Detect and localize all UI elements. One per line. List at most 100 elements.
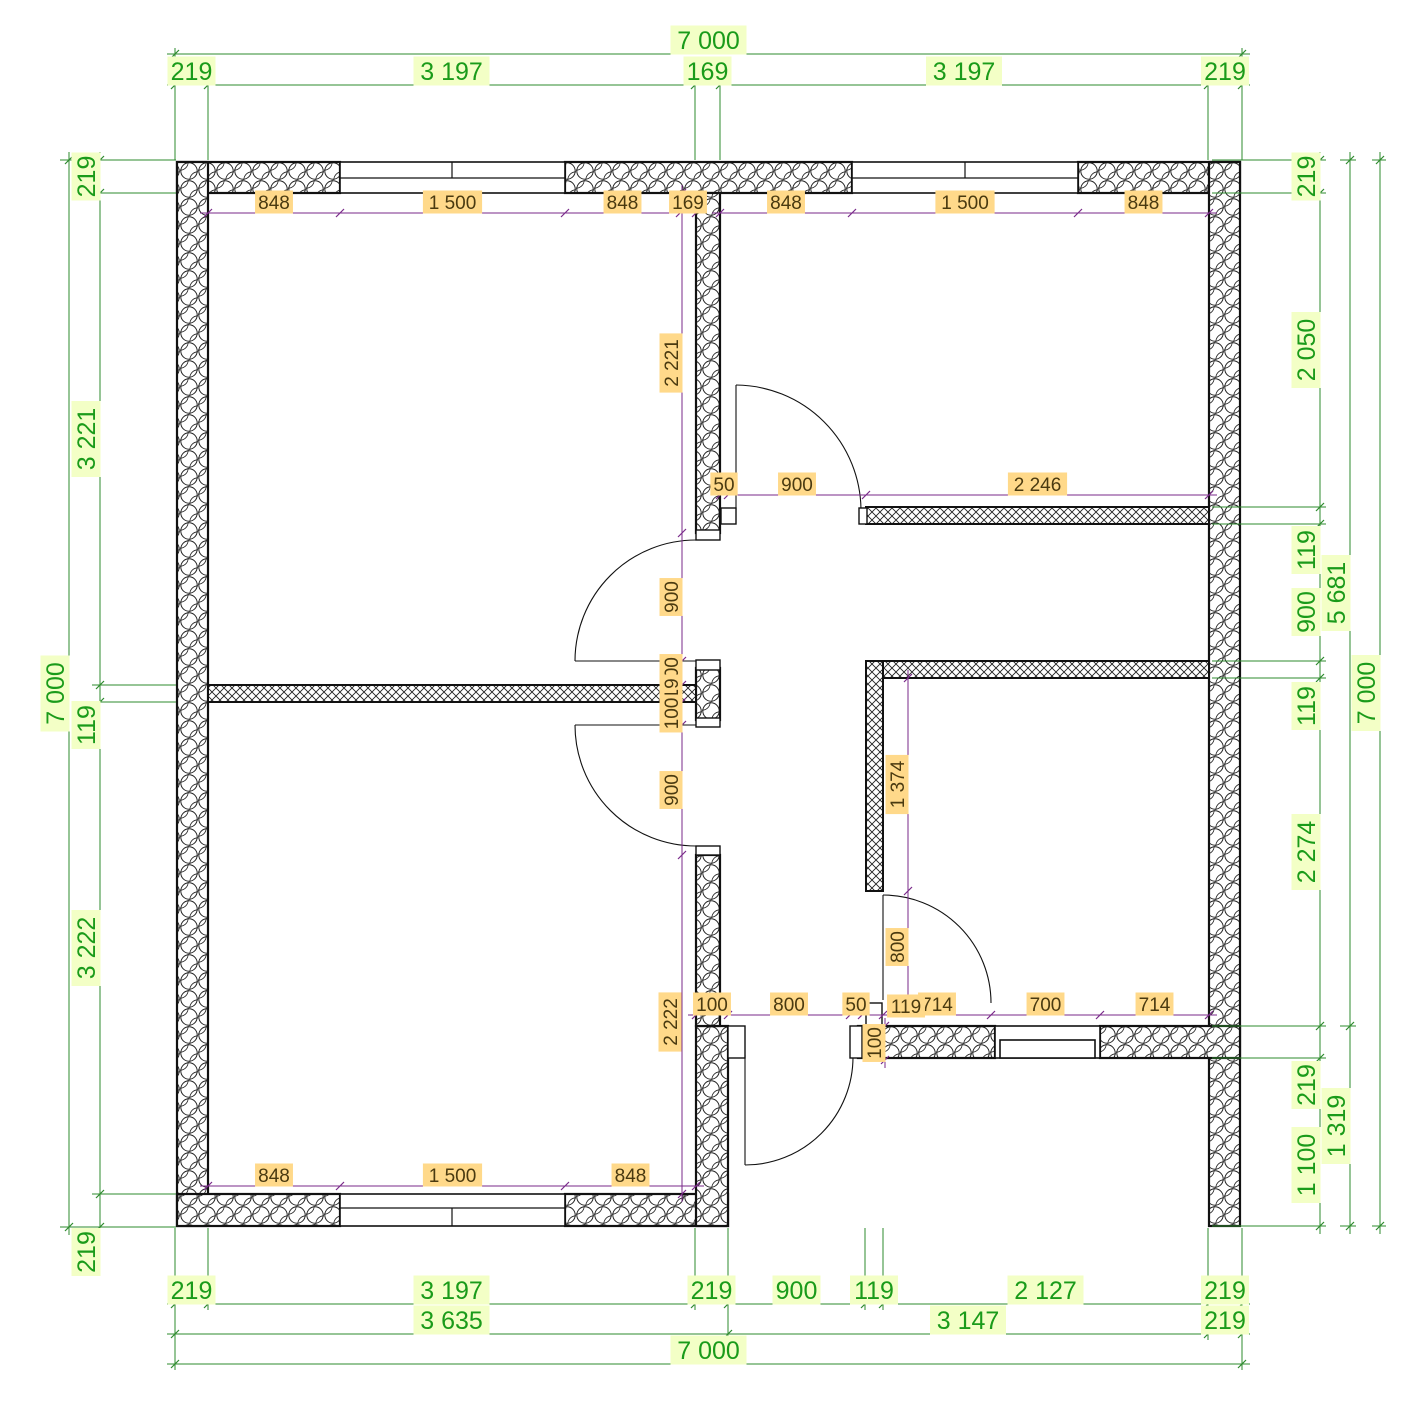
dimension-tick <box>1375 1221 1385 1231</box>
partition-bottom-right-room <box>865 660 1210 679</box>
windows <box>339 161 1101 1227</box>
dimension-tick <box>677 1189 687 1199</box>
dimension-value: 219 <box>1204 58 1246 86</box>
right-room-column-value: 1 374 <box>885 754 909 815</box>
window-bottom-left <box>339 1193 566 1227</box>
dimension-value: 848 <box>615 1166 647 1187</box>
dimension-tick <box>986 1010 996 1020</box>
dimension-tick <box>95 680 105 690</box>
dimension-value: 2 274 <box>1293 821 1321 884</box>
dimension-value: 119 <box>1293 530 1321 570</box>
top-right-room-row-value: 848 <box>767 190 805 214</box>
window-bottom-right <box>994 1025 1101 1059</box>
left-partition-column-value: 2 221 <box>659 333 683 393</box>
dimension-value: 219 <box>691 1277 733 1305</box>
dimension-tick <box>170 1329 180 1339</box>
exterior-wall-left <box>175 160 210 1228</box>
bottom-segments-value: 219 <box>1201 1275 1249 1305</box>
dimension-value: 100 <box>696 995 728 1016</box>
dimension-value: 50 <box>713 475 734 496</box>
dimension-value: 900 <box>776 1277 818 1305</box>
dimension-tick <box>1315 1021 1325 1031</box>
corridor-bottom-row-value: 714 <box>918 992 956 1016</box>
dimension-value: 700 <box>1030 995 1062 1016</box>
dimension-value: 900 <box>781 475 813 496</box>
window-top-right <box>851 161 1079 194</box>
corridor-bottom-row-value: 119 <box>887 994 925 1018</box>
left-segments-value: 119 <box>71 701 101 749</box>
bearing-wall-center-stub <box>694 666 722 722</box>
left-segments-value: 219 <box>71 152 101 201</box>
dimension-value: 219 <box>1293 156 1321 198</box>
bottom-subtotals-value: 3 635 <box>413 1305 490 1335</box>
dimension-tick <box>677 528 687 538</box>
dimension-value: 169 <box>687 58 729 86</box>
door-top-left-room <box>574 529 721 671</box>
dimension-value: 219 <box>171 58 213 86</box>
dimension-value: 1 100 <box>1293 1134 1321 1197</box>
left-partition-column-value: 100 <box>659 694 683 733</box>
dimension-value: 1 500 <box>429 193 477 214</box>
dimension-value: 119 <box>854 1277 894 1305</box>
bottom-left-room-row-value: 848 <box>255 1163 293 1187</box>
dimension-value: 3 147 <box>937 1307 1000 1335</box>
right-subtotals-value: 5 681 <box>1321 555 1351 631</box>
bottom-left-room-row-value: 848 <box>611 1163 650 1187</box>
dimension-value: 848 <box>258 1166 290 1187</box>
dimension-tick <box>1073 208 1083 218</box>
bottom-segments-value: 119 <box>850 1275 898 1305</box>
corridor-bottom-row-value: 714 <box>1135 992 1174 1016</box>
left-partition-column-value: 2 222 <box>658 992 682 1052</box>
dimension-value: 900 <box>662 581 683 613</box>
door-entry <box>727 1002 883 1166</box>
bottom-overall-value: 7 000 <box>670 1335 747 1365</box>
right-segments-value: 219 <box>1291 152 1321 201</box>
dimension-value: 100 <box>865 1027 886 1059</box>
dimension-value: 3 197 <box>420 58 483 86</box>
dimension-tick <box>335 208 345 218</box>
dimension-tick <box>170 1359 180 1369</box>
dimension-value: 2 246 <box>1014 475 1062 496</box>
partition-left-rooms <box>207 684 697 703</box>
dimension-value: 169 <box>672 193 704 214</box>
partition-top-right-room <box>865 506 1210 525</box>
top-segments-value: 169 <box>683 56 732 86</box>
door-bottom-left-room <box>574 717 721 856</box>
dimension-tick <box>1345 1021 1355 1031</box>
doors <box>574 384 992 1166</box>
dimension-value: 2 221 <box>662 339 683 387</box>
dimension-tick <box>715 208 725 218</box>
exterior-wall-entry-right <box>1098 1024 1242 1060</box>
dimension-tick <box>1345 1221 1355 1231</box>
corridor-bottom-row-value: 800 <box>770 992 808 1016</box>
dimension-value: 7 000 <box>677 27 740 55</box>
right-segments-value: 900 <box>1291 588 1321 636</box>
dimension-tick <box>203 208 213 218</box>
left-overall-value: 7 000 <box>40 655 70 732</box>
dimension-value: 119 <box>73 705 101 745</box>
dimension-tick <box>847 208 857 218</box>
dimension-tick <box>691 1181 701 1191</box>
dimension-value: 3 197 <box>420 1277 483 1305</box>
dimension-tick <box>903 886 913 896</box>
dimension-tick <box>560 208 570 218</box>
dimension-tick <box>1315 1053 1325 1063</box>
dimension-tick <box>64 1222 74 1232</box>
top-left-room-row-value: 848 <box>255 190 293 214</box>
dimension-tick <box>1204 1010 1214 1020</box>
dimension-tick <box>1315 1221 1325 1231</box>
left-partition-column-value: 900 <box>659 771 683 809</box>
dimension-value: 119 <box>891 997 921 1018</box>
dimension-value: 7 000 <box>42 662 70 725</box>
dimension-tick <box>677 850 687 860</box>
dimension-value: 714 <box>921 995 953 1016</box>
dimension-tick <box>1375 155 1385 165</box>
top-overall-value: 7 000 <box>670 25 747 55</box>
bottom-subtotals-value: 219 <box>1201 1305 1249 1335</box>
dimension-tick <box>95 1189 105 1199</box>
bottom-subtotals-value: 3 147 <box>930 1305 1006 1335</box>
dimension-value: 1 500 <box>429 1166 477 1187</box>
top-segments-value: 219 <box>1201 56 1249 86</box>
window-top-left <box>339 161 566 194</box>
